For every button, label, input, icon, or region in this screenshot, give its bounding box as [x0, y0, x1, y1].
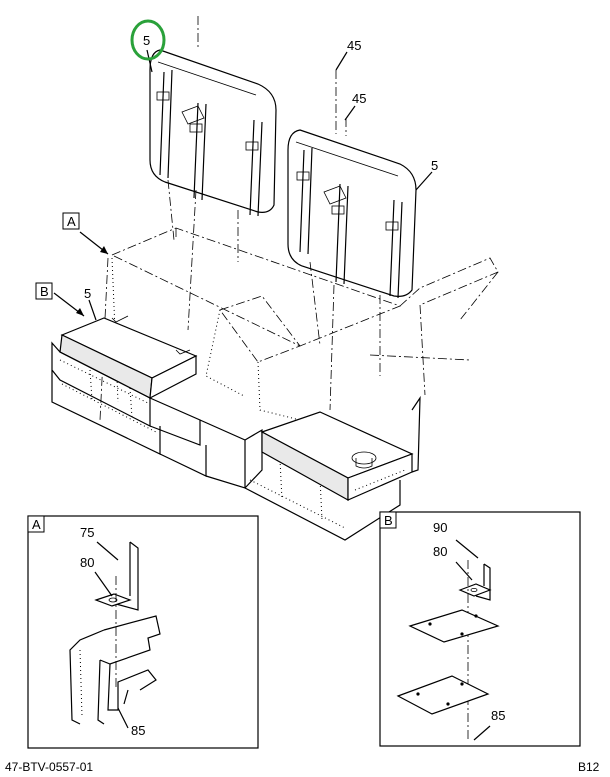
detail-b-item-80: 80 — [433, 544, 447, 559]
leader-lines — [53, 49, 433, 321]
callout-right-seat: 5 — [431, 158, 438, 173]
sheet-code: B12 — [578, 760, 600, 774]
center-console — [205, 295, 301, 421]
detail-a-title: A — [32, 517, 41, 532]
label-b-box — [35, 282, 53, 300]
drawing-number: 47-BTV-0557-01 — [5, 760, 93, 774]
label-a-box — [62, 212, 80, 230]
label-b: B — [40, 284, 49, 299]
label-a: A — [67, 214, 76, 229]
right-seat-back — [287, 129, 417, 299]
detail-b-title: B — [384, 513, 393, 528]
detail-b-item-85: 85 — [491, 708, 505, 723]
detail-a-item-85: 85 — [131, 723, 145, 738]
phantom-lines — [167, 16, 381, 411]
left-bench — [59, 315, 198, 400]
left-seat-back — [149, 49, 277, 217]
right-bench — [260, 395, 421, 502]
detail-a-item-80: 80 — [80, 555, 94, 570]
callout-45-lower: 45 — [352, 91, 366, 106]
detail-b-item-90: 90 — [433, 520, 447, 535]
highlight-circle — [130, 19, 166, 61]
callout-45-upper: 45 — [347, 38, 361, 53]
callout-top-seat-left: 5 — [143, 33, 150, 48]
detail-b — [379, 511, 581, 747]
callout-left-bench: 5 — [84, 286, 91, 301]
detail-a — [27, 515, 259, 749]
detail-a-item-75: 75 — [80, 525, 94, 540]
